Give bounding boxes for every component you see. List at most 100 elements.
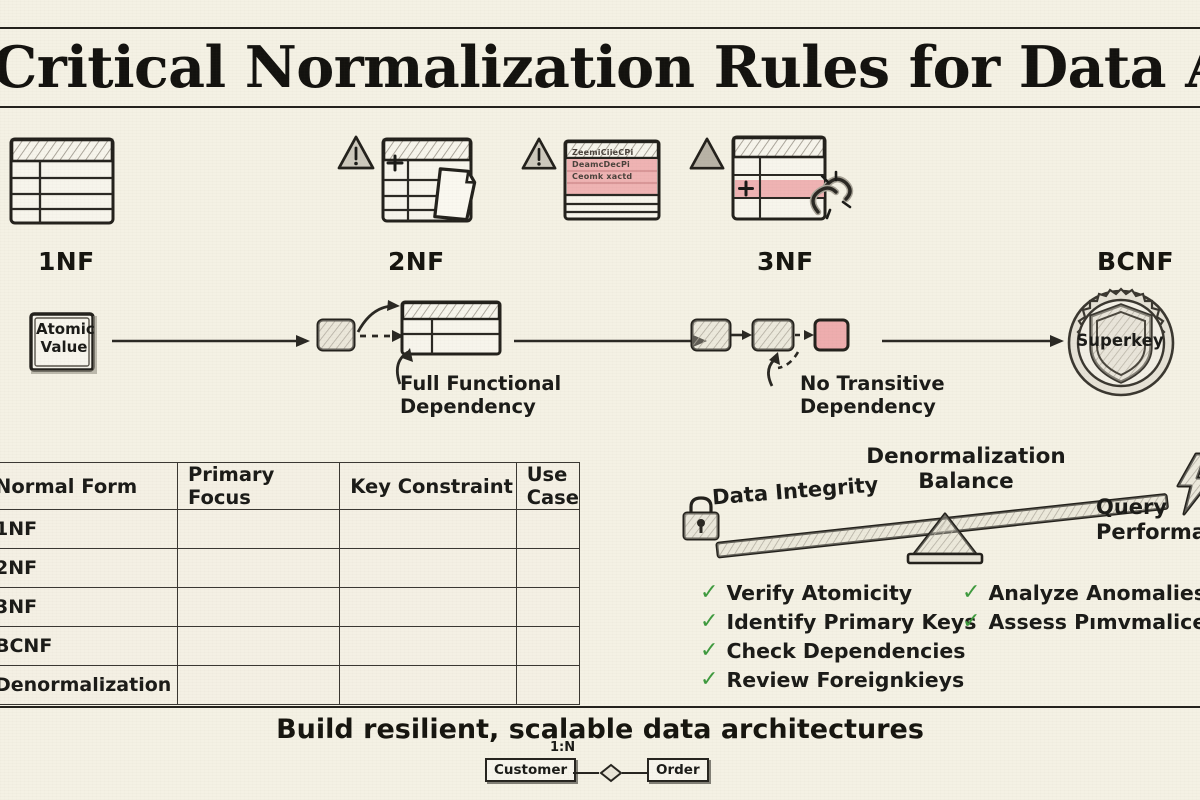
checklist-column-1: ✓ Verify Atomicity ✓ Identify Primary Ke… <box>700 578 976 694</box>
cell-key-constraint <box>339 509 517 549</box>
cell-use-case <box>515 509 581 549</box>
cell-normal-form: Denormalization <box>0 665 178 705</box>
checklist-item: ✓ Review Foreignkieys <box>700 665 976 694</box>
stage-label-1nf: 1NF <box>38 247 95 276</box>
check-icon: ✓ <box>962 579 981 605</box>
cell-normal-form: 3NF <box>0 587 178 627</box>
checklist-item: ✓ Check Dependencies <box>700 636 976 665</box>
cell-normal-form: BCNF <box>0 626 178 666</box>
column-header-primary-focus: Primary Focus <box>176 462 341 510</box>
checklist-item: ✓ Verify Atomicity <box>700 578 976 607</box>
flow-arrow-3 <box>882 335 1064 347</box>
cell-primary-focus <box>176 665 341 705</box>
footer-rule <box>0 706 1200 708</box>
ntd-flow-group <box>690 318 850 387</box>
er-entity-customer: Customer <box>485 758 577 782</box>
title-underline-rule <box>0 106 1200 108</box>
ffd-line-2: Dependency <box>400 395 536 418</box>
check-icon: ✓ <box>700 579 719 605</box>
checklist-item-label: Review Foreignkieys <box>726 667 965 692</box>
stage-label-bcnf: BCNF <box>1097 247 1175 276</box>
checklist-item-label: Verify Atomicity <box>726 580 913 605</box>
check-icon: ✓ <box>962 608 981 634</box>
cell-use-case <box>515 587 581 627</box>
cell-use-case <box>515 548 581 588</box>
cell-primary-focus <box>176 509 341 549</box>
cell-normal-form: 2NF <box>0 548 178 588</box>
cell-key-constraint <box>339 548 517 588</box>
check-icon: ✓ <box>700 666 719 692</box>
cell-primary-focus <box>176 587 341 627</box>
ffd-line-1: Full Functional <box>400 372 562 395</box>
table-row: BCNF <box>0 626 581 666</box>
warning-triangle-icon-2 <box>521 137 557 170</box>
er-relationship-diamond <box>573 763 651 783</box>
checklist-item-label: Identify Primary Keys <box>726 609 977 634</box>
no-transitive-dependency-label: No Transitive Dependency <box>800 372 945 418</box>
table-row: 1NF <box>0 509 581 549</box>
er-diagram: Customer 1:N Order <box>485 740 715 786</box>
gibberish-row-3: Ceomk xactd <box>572 172 633 181</box>
checklist-item-label: Analyze Anomalies <box>988 580 1200 605</box>
anomaly-table-icon <box>563 139 661 221</box>
ntd-line-1: No Transitive <box>800 372 945 395</box>
query-performance-line-2: Performance <box>1096 520 1200 544</box>
atomic-value-box <box>29 312 97 374</box>
checklist-item-label: Check Dependencies <box>726 638 966 663</box>
ffd-flow-group <box>316 300 502 385</box>
denorm-title-line-1: Denormalization <box>866 444 1066 469</box>
column-header-key-constraint: Key Constraint <box>339 462 517 510</box>
atomic-value-line-2: Value <box>40 338 88 356</box>
warning-triangle-icon-3 <box>689 137 725 170</box>
superkey-label: Superkey <box>1076 331 1164 350</box>
gibberish-row-2: DeamcDecPi <box>572 160 630 169</box>
cell-primary-focus <box>176 548 341 588</box>
column-header-use-case: Use Case <box>515 462 581 510</box>
gibberish-row-1: ZeemiCiieCPi <box>572 148 634 157</box>
checklist-item: ✓ Analyze Anomalies <box>962 578 1200 607</box>
table-plus-document-icon <box>381 137 477 223</box>
checklist-item-label: Assess Pımvmalice <box>988 609 1200 634</box>
cell-use-case <box>515 626 581 666</box>
shield-badge-icon <box>1067 287 1175 397</box>
check-icon: ✓ <box>700 608 719 634</box>
stage-label-2nf: 2NF <box>388 247 445 276</box>
column-header-normal-form: Normal Form <box>0 462 178 510</box>
cell-key-constraint <box>339 626 517 666</box>
check-icon: ✓ <box>700 637 719 663</box>
cell-normal-form: 1NF <box>0 509 178 549</box>
ntd-line-2: Dependency <box>800 395 936 418</box>
footer-tagline: Build resilient, scalable data architect… <box>276 714 924 745</box>
normal-form-table: Normal Form Primary Focus Key Constraint… <box>0 462 581 705</box>
stage-label-3nf: 3NF <box>757 247 814 276</box>
cell-primary-focus <box>176 626 341 666</box>
cell-key-constraint <box>339 665 517 705</box>
table-broken-link-icon <box>731 135 854 221</box>
atomic-value-label: Atomic Value <box>36 320 95 356</box>
er-entity-order: Order <box>647 758 709 782</box>
er-cardinality-label: 1:N <box>550 740 576 755</box>
denorm-title-line-2: Balance <box>918 469 1014 494</box>
table-row: 3NF <box>0 587 581 627</box>
warning-triangle-icon-1 <box>337 135 375 170</box>
table-header-row: Normal Form Primary Focus Key Constraint… <box>0 462 581 510</box>
table-row: 2NF <box>0 548 581 588</box>
cell-key-constraint <box>339 587 517 627</box>
cell-use-case <box>515 665 581 705</box>
query-performance-label: Query Performance <box>1096 495 1200 545</box>
full-functional-dependency-label: Full Functional Dependency <box>400 372 561 418</box>
flow-arrow-1 <box>112 335 310 347</box>
table-icon <box>9 137 115 225</box>
checklist-item: ✓ Identify Primary Keys <box>700 607 976 636</box>
seesaw-fulcrum <box>906 512 984 565</box>
checklist-column-2: ✓ Analyze Anomalies ✓ Assess Pımvmalice <box>962 578 1200 636</box>
atomic-value-line-1: Atomic <box>36 320 95 338</box>
lightning-bolt-icon <box>1176 452 1200 516</box>
checklist-item: ✓ Assess Pımvmalice <box>962 607 1200 636</box>
flow-arrow-2 <box>514 335 707 347</box>
denormalization-balance-title: Denormalization Balance <box>866 444 1066 494</box>
top-rule <box>0 27 1200 29</box>
page-title: Critical Normalization Rules for Data Ar… <box>0 34 1200 101</box>
table-row: Denormalization <box>0 665 581 705</box>
